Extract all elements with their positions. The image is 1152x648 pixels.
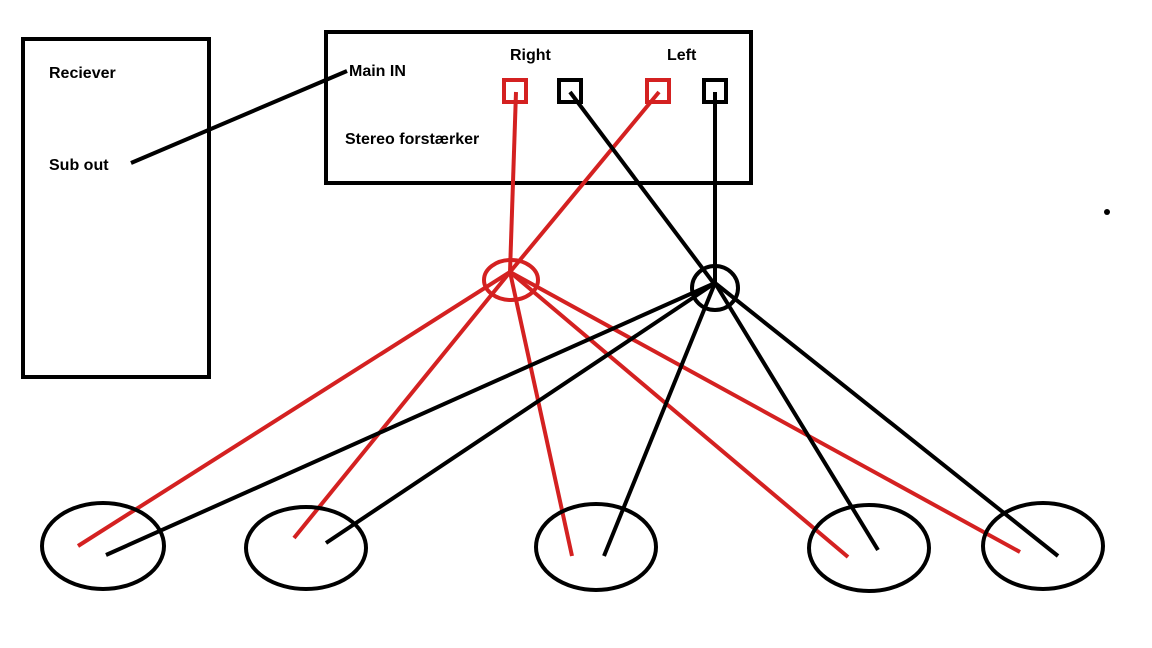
black-wire-speaker-4 [713, 281, 880, 552]
red-junction [482, 258, 540, 302]
red-wire-speaker-4 [508, 270, 850, 559]
red-wire-speaker-1 [76, 270, 512, 548]
amplifier-box [324, 30, 753, 185]
speaker-4 [807, 503, 931, 593]
sub-out-cable [130, 69, 348, 165]
left-plus-wire [508, 90, 661, 274]
black-wire-speaker-5 [713, 281, 1060, 558]
black-wire-speaker-3 [602, 282, 717, 557]
black-junction [690, 264, 740, 312]
main-in-label: Main IN [349, 63, 406, 80]
red-wire-speaker-3 [508, 271, 574, 557]
receiver-label: Reciever [49, 65, 116, 82]
red-wire-speaker-2 [292, 270, 512, 540]
right-channel-label: Right [510, 47, 551, 64]
stray-dot [1104, 209, 1110, 215]
speaker-1 [40, 501, 166, 591]
amplifier-label: Stereo forstærker [345, 131, 480, 148]
sub-out-label: Sub out [49, 157, 109, 174]
receiver-box [21, 37, 211, 379]
black-wire-speaker-1 [105, 281, 716, 557]
speaker-5 [981, 501, 1105, 591]
right-minus-terminal [557, 78, 583, 104]
left-channel-label: Left [667, 47, 697, 64]
red-wire-speaker-5 [509, 270, 1021, 554]
right-plus-wire [508, 91, 518, 273]
right-minus-wire [568, 90, 717, 287]
black-wire-speaker-2 [324, 281, 717, 545]
left-plus-terminal [645, 78, 671, 104]
speaker-3 [534, 502, 658, 592]
speaker-2 [244, 505, 368, 591]
